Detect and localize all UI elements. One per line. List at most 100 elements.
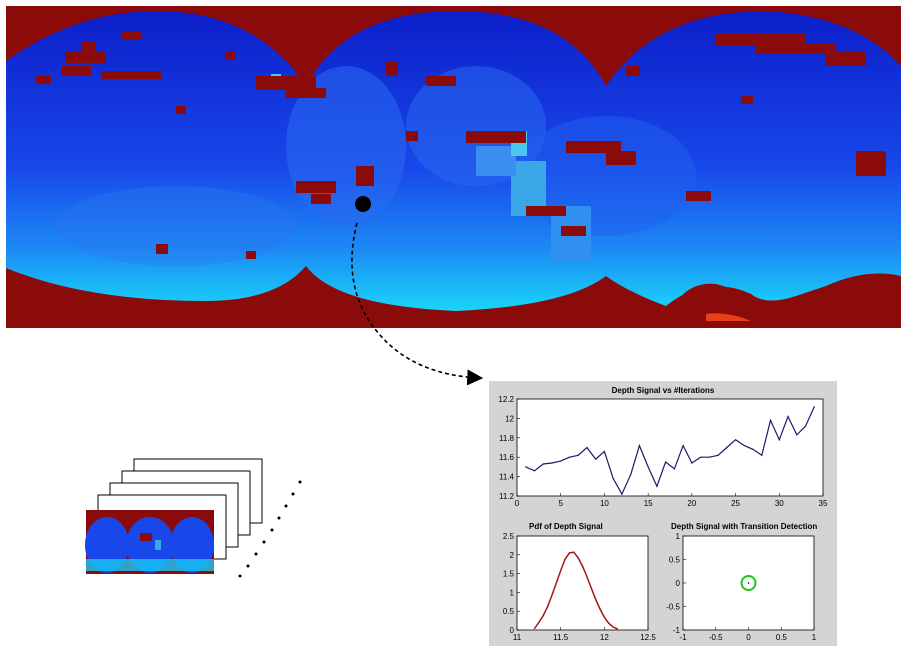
data-point (621, 493, 623, 495)
data-point (787, 415, 789, 418)
data-point (656, 485, 658, 487)
y-tick-label: 1.5 (503, 570, 515, 579)
probe-point-marker (355, 196, 371, 212)
data-point (804, 425, 807, 427)
data-point (796, 434, 798, 436)
y-tick-label: 11.2 (499, 492, 515, 501)
y-tick-label: -0.5 (666, 603, 680, 612)
x-tick-label: 25 (731, 499, 740, 508)
x-tick-label: 35 (819, 499, 828, 508)
data-point (708, 456, 710, 458)
data-point (568, 456, 571, 458)
data-point (603, 450, 606, 452)
data-point (630, 474, 632, 476)
data-point (752, 448, 754, 451)
y-tick-label: 1 (510, 588, 515, 597)
x-tick-label: 12.5 (640, 633, 656, 642)
x-tick-label: 0.5 (776, 633, 788, 642)
data-point (612, 477, 614, 480)
data-point (665, 461, 667, 463)
series-line (533, 551, 618, 630)
data-point (573, 551, 575, 553)
data-point (564, 558, 566, 560)
x-tick-label: 1 (812, 633, 817, 642)
data-point (700, 456, 702, 458)
chart-title-transition: Depth Signal with Transition Detection (671, 522, 818, 531)
x-tick-label: -0.5 (709, 633, 723, 642)
y-tick-label: 2 (510, 551, 515, 560)
transition-marker-circle (740, 575, 757, 591)
x-tick-label: 15 (644, 499, 653, 508)
data-point (717, 454, 719, 456)
data-point (608, 622, 610, 624)
data-point (533, 470, 536, 472)
data-point (525, 466, 527, 468)
series-line (525, 406, 815, 496)
data-point (813, 406, 815, 408)
ellipsis-dots (238, 480, 302, 578)
plot-area (516, 398, 824, 497)
data-point (542, 463, 544, 465)
y-tick-label: 0 (676, 579, 681, 588)
y-tick-label: 11.4 (499, 473, 515, 482)
x-tick-label: 5 (558, 499, 563, 508)
data-point (747, 582, 750, 584)
x-tick-label: 0 (515, 499, 520, 508)
chart-title-pdf: Pdf of Depth Signal (529, 522, 603, 531)
data-point (542, 615, 544, 617)
data-point (586, 576, 588, 578)
x-tick-label: -1 (679, 633, 687, 642)
y-tick-label: 0 (510, 626, 515, 635)
chart-title-depth-vs-iterations: Depth Signal vs #Iterations (611, 386, 715, 395)
y-tick-label: 0.5 (669, 556, 681, 565)
y-tick-label: -1 (673, 626, 681, 635)
plot-area (516, 535, 649, 631)
probe-arrow (351, 196, 484, 386)
frame-thumbnail (85, 510, 214, 574)
x-tick-label: 0 (746, 633, 751, 642)
data-point (586, 446, 588, 449)
data-point (533, 627, 536, 630)
x-tick-label: 20 (687, 499, 696, 508)
data-point (555, 582, 557, 584)
data-point (551, 462, 553, 464)
data-point (581, 565, 584, 567)
x-tick-label: 11.5 (553, 633, 569, 642)
data-point (761, 454, 763, 456)
data-point (638, 444, 640, 447)
data-point (595, 458, 597, 460)
data-point (577, 557, 579, 559)
y-tick-label: 11.6 (499, 453, 515, 462)
data-point (616, 628, 619, 630)
data-point (726, 446, 728, 449)
x-tick-label: 12 (600, 633, 609, 642)
y-tick-label: 12.2 (498, 395, 514, 404)
data-point (682, 444, 684, 447)
data-point (551, 594, 553, 597)
depth-panorama-image (6, 6, 901, 328)
data-point (538, 621, 540, 624)
x-tick-label: 30 (775, 499, 784, 508)
data-point (769, 419, 772, 421)
data-point (778, 439, 780, 441)
data-point (599, 608, 601, 610)
data-point (577, 454, 579, 456)
y-tick-label: 0.5 (503, 607, 515, 616)
data-point (647, 466, 649, 468)
data-point (743, 444, 745, 447)
data-point (560, 460, 562, 462)
data-point (612, 626, 614, 628)
data-point (595, 598, 597, 600)
data-point (734, 439, 737, 441)
signal-analysis-panel: Depth Signal vs #Iterations Pdf of Depth… (489, 381, 837, 646)
data-point (590, 587, 592, 589)
data-point (560, 569, 562, 572)
x-tick-label: 10 (600, 499, 609, 508)
y-tick-label: 11.8 (499, 434, 515, 443)
frame-stack-illustration (85, 458, 263, 574)
y-tick-label: 12 (505, 414, 514, 423)
x-tick-label: 11 (513, 633, 522, 642)
data-point (568, 552, 570, 554)
y-tick-label: 2.5 (503, 532, 515, 541)
